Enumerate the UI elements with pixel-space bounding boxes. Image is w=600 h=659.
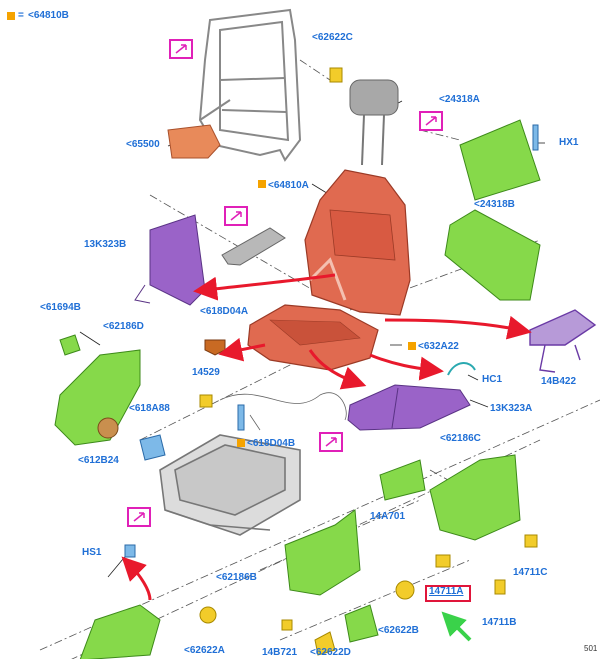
back-heater-pad [149,214,206,306]
label-13k323b: 13K323B [84,239,127,250]
seatback-frame [198,8,302,162]
label-62622a: <62622A [184,645,225,656]
yellow-connectors [199,67,538,656]
highlight-box-14711a [425,585,471,602]
legend-swatch [7,12,15,20]
label-13k323a: 13K323A [490,403,533,414]
label-14711a: 14711A [429,586,464,597]
cushion-heater-pad [347,384,471,431]
label-64810a: <64810A [268,180,309,191]
label-14711b: 14711B [482,617,517,628]
green-indicator-arrow [441,611,472,642]
label-62186d: <62186D [103,321,144,332]
label-62622c: <62622C [312,32,353,43]
label-hs1: HS1 [82,547,102,558]
label-14711c: 14711C [513,567,548,578]
label-14b721: 14B721 [262,647,298,658]
green-trim-panels [54,119,541,659]
label-24318a: <24318A [439,94,480,105]
label-612b24: <612B24 [78,455,119,466]
label-632a22: <632A22 [418,341,459,352]
brown-knob [97,417,119,439]
label-hc1: HC1 [482,374,503,385]
orange-square-markers [237,180,416,447]
label-618d04b: <618D04B [247,438,296,449]
blue-clips [124,124,539,558]
orange-bracket [167,124,221,159]
headrest [349,79,399,166]
label-62622d: <62622D [310,647,351,658]
red-direction-arrows [121,273,532,601]
label-14529: 14529 [192,367,220,378]
hc1-cable [447,362,476,376]
label-61694b: <61694B [40,302,81,313]
label-62622b: <62622B [378,625,419,636]
legend-equals: = [18,10,24,21]
label-14b422: 14B422 [541,376,577,387]
label-62186c: <62186C [440,433,481,444]
label-hx1: HX1 [559,137,579,148]
orange-connector [204,339,226,356]
seat-base-frame [159,434,301,536]
label-24318b: <24318B [474,199,515,210]
armrest [221,227,286,266]
magenta-view-markers [127,39,443,527]
label-65500: <65500 [126,139,160,150]
corner-note: 501 [584,644,598,653]
label-62186b: <62186B [216,572,257,583]
legend-code: <64810B [28,10,69,21]
wiring-harness-14b422 [529,309,597,373]
wire-harness-lines [219,392,347,431]
label-14a701: 14A701 [370,511,406,522]
label-618a88: <618A88 [129,403,170,414]
label-618d04a: <618D04A [200,306,249,317]
